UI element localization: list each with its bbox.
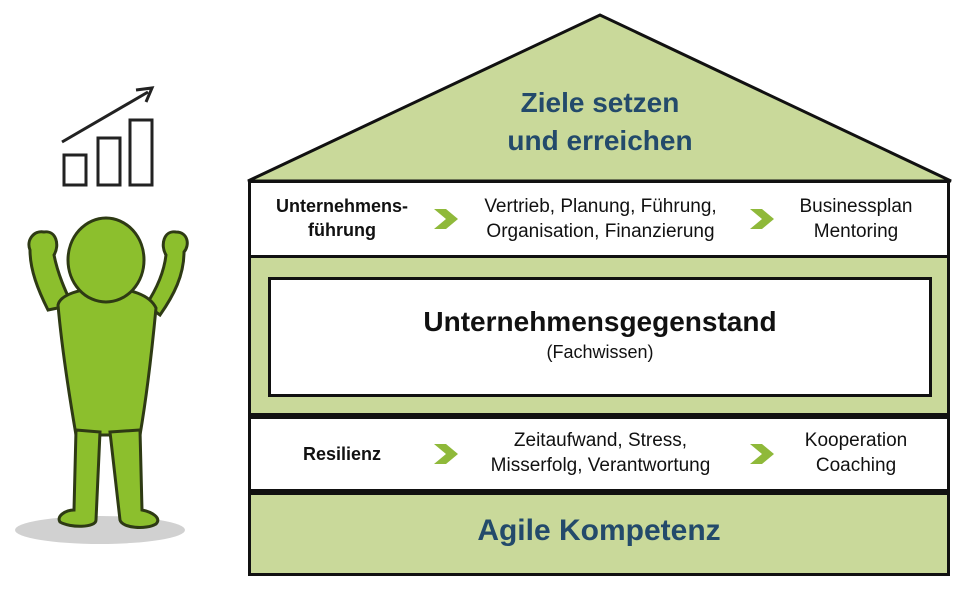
center-subtitle: (Fachwissen) bbox=[546, 342, 654, 362]
row-unternehmensfuehrung bbox=[248, 180, 950, 258]
row-fuehrung-middle: Vertrieb, Planung, Führung, Organisation… bbox=[484, 196, 717, 242]
row-resilienz-right: Kooperation Coaching bbox=[804, 430, 908, 476]
success-figure-illustration bbox=[15, 86, 189, 544]
figure-shadow bbox=[15, 516, 185, 544]
arrow-right-icon bbox=[750, 444, 774, 464]
roof-title-line2: und erreichen bbox=[507, 125, 693, 156]
figure-body bbox=[27, 216, 189, 529]
row-resilienz-middle: Zeitaufwand, Stress, Misserfolg, Verantw… bbox=[490, 430, 711, 476]
row-fuehrung-right: Businessplan Mentoring bbox=[799, 196, 913, 242]
base-label: Agile Kompetenz bbox=[477, 514, 721, 547]
arrow-right-icon bbox=[434, 209, 458, 229]
growth-chart-icon bbox=[61, 86, 155, 187]
row-resilienz bbox=[248, 416, 950, 492]
center-box: Unternehmensgegenstand (Fachwissen) bbox=[268, 277, 932, 397]
roof-title-line1: Ziele setzen bbox=[520, 87, 680, 118]
row-fuehrung-label: Unternehmens- führung bbox=[275, 196, 409, 240]
row-agile-kompetenz bbox=[248, 492, 950, 576]
roof-title: Ziele setzen und erreichen bbox=[400, 84, 800, 160]
arrow-right-icon bbox=[750, 209, 774, 229]
center-title: Unternehmensgegenstand bbox=[423, 306, 777, 337]
row-resilienz-label: Resilienz bbox=[302, 444, 382, 464]
arrow-right-icon bbox=[434, 444, 458, 464]
